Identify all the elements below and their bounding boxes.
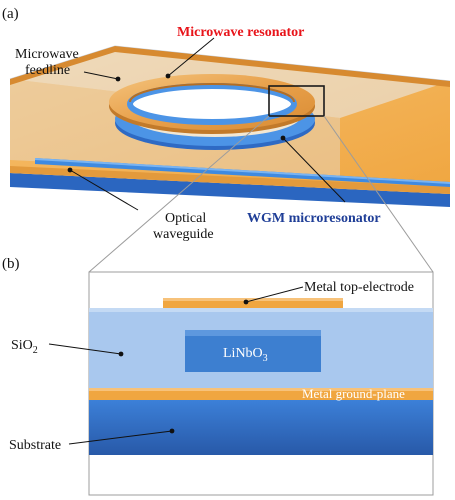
leader-waveguide — [69, 169, 139, 211]
leader-sio2 — [48, 343, 122, 355]
label-microwave-resonator: Microwave resonator — [177, 25, 304, 40]
label-top-electrode: Metal top-electrode — [304, 280, 414, 295]
label-sio2-sub: 2 — [33, 345, 38, 356]
label-feedline-line1: Microwave — [15, 47, 79, 62]
leader-wgm — [282, 137, 346, 203]
panel-a: (a) Microwave resonator Microwave feedli… — [2, 6, 451, 242]
label-wgm-microresonator: WGM microresonator — [247, 211, 381, 226]
label-feedline-line2: feedline — [25, 63, 70, 78]
leader-resonator — [167, 37, 215, 77]
panel-a-tag: (a) — [2, 6, 19, 22]
label-linbo3: LiNbO3 — [223, 346, 268, 364]
chip-substrate-side — [10, 173, 450, 207]
substrate — [89, 400, 433, 455]
microwave-resonator — [109, 74, 315, 134]
zoom-line-left — [88, 115, 270, 273]
label-substrate: Substrate — [9, 438, 61, 453]
chip-ground-plane-edge — [10, 166, 450, 194]
label-waveguide-line1: Optical — [165, 211, 206, 226]
leader-feedline — [83, 71, 119, 80]
panel-b-tag: (b) — [2, 256, 20, 272]
zoom-line-right — [323, 115, 434, 273]
leader-top-electrode — [245, 286, 304, 303]
metal-top-electrode — [163, 298, 343, 308]
leader-substrate — [68, 430, 173, 445]
label-sio2-base: SiO — [11, 338, 33, 353]
label-ground-plane: Metal ground-plane — [302, 386, 405, 401]
label-sio2: SiO2 — [11, 338, 38, 356]
linbo3-core — [185, 330, 321, 372]
label-linbo3-sub: 3 — [263, 353, 268, 364]
zoom-box — [268, 85, 325, 117]
label-waveguide-line2: waveguide — [153, 227, 214, 242]
panel-b: (b) Metal top-electrode SiO2 LiNbO3 Meta… — [2, 256, 434, 496]
label-linbo3-base: LiNbO — [223, 346, 263, 361]
